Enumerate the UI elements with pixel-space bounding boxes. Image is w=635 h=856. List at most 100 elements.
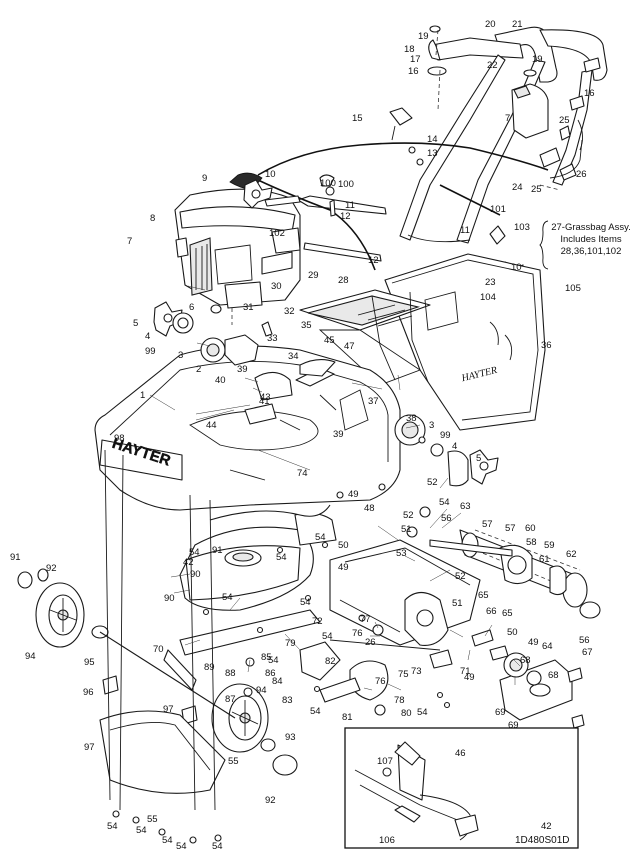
part-label: 54 [189, 547, 200, 558]
part-label: 94 [256, 685, 267, 696]
part-label: 7 [505, 113, 510, 124]
part-label: 96 [83, 687, 94, 698]
part-label: 101 [490, 204, 506, 215]
part-label: 64 [542, 641, 553, 652]
part-label: 50 [338, 540, 349, 551]
part-label: 53 [396, 548, 407, 559]
part-label: 73 [411, 666, 422, 677]
part-label: 13 [427, 148, 438, 159]
part-label: 54 [212, 841, 223, 852]
part-label: 54 [439, 497, 450, 508]
part-label: 4 [452, 441, 457, 452]
part-label: 76 [375, 676, 386, 687]
part-label: 54 [107, 821, 118, 832]
part-label: 56 [441, 513, 452, 524]
part-label: 100 [338, 179, 354, 190]
lower-guard [99, 449, 226, 811]
part-label: 45 [324, 335, 335, 346]
part-label: 90 [190, 569, 201, 580]
part-label: 61 [539, 554, 550, 565]
part-label: 37 [368, 396, 379, 407]
part-label: 4 [145, 331, 150, 342]
blade-housing [179, 504, 337, 656]
part-label: 28 [338, 275, 349, 286]
part-label: 16 [408, 66, 419, 77]
part-label: 54 [276, 552, 287, 563]
part-label: 15 [352, 113, 363, 124]
part-label: 38 [406, 413, 417, 424]
part-label: 103 [514, 222, 530, 233]
part-label: 11 [460, 225, 470, 236]
part-label: 70 [153, 644, 164, 655]
part-label: 79 [285, 638, 296, 649]
part-label: 35 [301, 320, 312, 331]
part-label: 48 [364, 503, 375, 514]
part-label: 88 [225, 668, 236, 679]
part-label: 59 [544, 540, 555, 551]
part-label: 97 [163, 704, 174, 715]
left-wheels [17, 568, 298, 776]
part-label: 46 [455, 748, 466, 759]
part-label: 99 [440, 430, 451, 441]
roller-assembly [299, 539, 494, 716]
part-label: 104 [480, 292, 496, 303]
part-label: 102 [269, 228, 285, 239]
deck [94, 345, 401, 511]
part-label: 86 [265, 668, 276, 679]
part-label: 54 [162, 835, 173, 846]
part-label: 39 [237, 364, 248, 375]
part-label: 72 [312, 616, 323, 627]
part-label: 23 [485, 277, 496, 288]
part-label: 25 [531, 184, 542, 195]
part-label: 90 [164, 593, 175, 604]
grassbag [299, 253, 546, 431]
part-label: 94 [25, 651, 36, 662]
part-label: 91 [212, 545, 223, 556]
right-end-cap [489, 645, 585, 729]
part-label: 57 [505, 523, 516, 534]
part-label: 40 [215, 375, 226, 386]
part-label: 71 [460, 666, 471, 677]
part-label: 9 [202, 173, 207, 184]
part-label: 54 [322, 631, 333, 642]
part-label: 22 [487, 60, 498, 71]
part-label: 5 [476, 453, 481, 464]
part-label: 21 [512, 19, 523, 30]
part-label: 14 [427, 134, 438, 145]
part-label: 82 [325, 656, 336, 667]
part-label: 65 [502, 608, 513, 619]
part-label: 43 [260, 392, 271, 403]
part-label: 98 [114, 433, 125, 444]
part-label: 49 [464, 672, 475, 683]
part-label: 100 [320, 178, 336, 189]
part-label: 52 [403, 510, 414, 521]
part-label: 58 [526, 537, 537, 548]
part-label: 92 [46, 563, 57, 574]
part-label: 49 [338, 562, 349, 573]
part-label: 26 [365, 637, 376, 648]
part-label: 76 [352, 628, 363, 639]
part-label: 29 [308, 270, 319, 281]
part-label: 69 [495, 707, 506, 718]
part-label: 44 [206, 420, 217, 431]
part-label: 30 [271, 281, 282, 292]
part-label: 83 [282, 695, 293, 706]
part-label: 49 [348, 489, 359, 500]
part-label: 52 [455, 571, 466, 582]
part-label: 85 [261, 652, 272, 663]
part-label: 54 [300, 597, 311, 608]
part-label: 24 [512, 182, 523, 193]
part-label: 75 [398, 669, 409, 680]
part-label: 10 [265, 169, 276, 180]
part-label: 54 [315, 532, 326, 543]
diagram-reference-code: 1D480S01D [515, 835, 570, 846]
part-label: 57 [482, 519, 493, 530]
left-wheel-drive [153, 301, 273, 366]
part-label: 3 [429, 420, 434, 431]
part-label: 97 [84, 742, 95, 753]
part-label: 54 [176, 841, 187, 852]
part-label: 49 [528, 637, 539, 648]
part-label: 31 [243, 302, 254, 313]
part-label: 3 [178, 350, 183, 361]
